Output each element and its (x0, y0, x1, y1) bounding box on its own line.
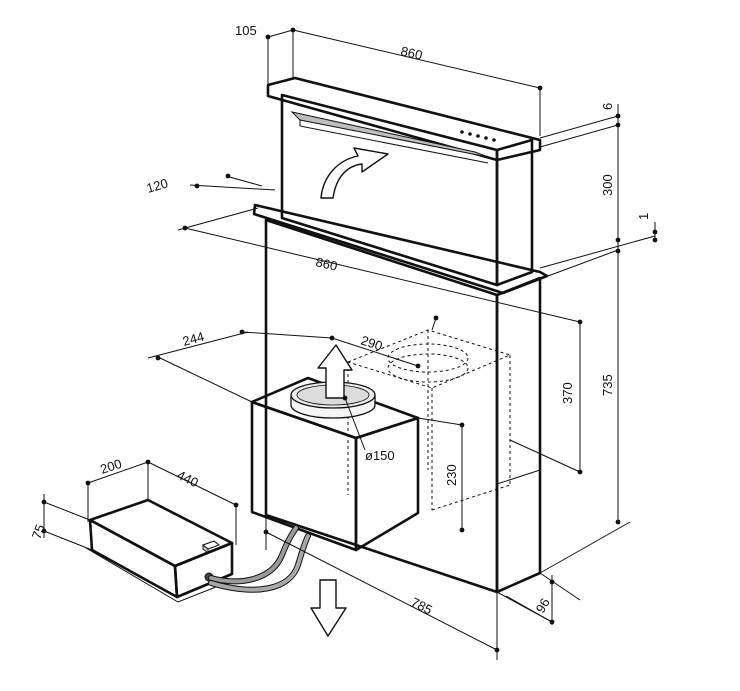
dim-box-height: 75 (29, 522, 48, 541)
dim-cutout-width: 860 (314, 254, 339, 273)
rising-panel (266, 76, 542, 287)
dim-top-thickness: 6 (600, 103, 615, 110)
dim-duct-diameter: ø150 (365, 448, 395, 463)
dim-top-depth: 105 (235, 23, 257, 38)
dim-total-height: 735 (600, 374, 615, 396)
dim-top-width: 860 (399, 43, 424, 62)
dim-visible-height: 300 (600, 174, 615, 196)
countertop-frame (252, 203, 549, 295)
dim-cutout-depth: 120 (145, 175, 170, 195)
air-up-arrow-icon (317, 344, 353, 399)
dim-motor-spacing: 290 (359, 333, 384, 354)
dim-box-depth: 200 (98, 456, 123, 477)
control-box (85, 498, 237, 603)
dimension-labels: 105 860 6 300 1 120 860 244 290 370 735 … (29, 23, 651, 618)
control-buttons (460, 130, 496, 142)
motor-block (250, 344, 420, 552)
dim-bottom-width: 785 (409, 594, 435, 617)
dimension-lines (41, 27, 658, 660)
dim-panel-gap: 1 (636, 213, 651, 220)
dim-motor-offset: 244 (181, 329, 206, 349)
dim-bottom-depth: 96 (533, 595, 553, 615)
air-down-arrow-icon (310, 579, 347, 637)
dim-outlet-height: 230 (444, 464, 459, 486)
cables (208, 525, 311, 593)
switch-icon (201, 540, 221, 555)
airflow-arrow-icon (320, 147, 389, 199)
dim-motor-height: 370 (560, 382, 575, 404)
hidden-motor-outline (346, 329, 512, 511)
dim-box-width: 440 (175, 467, 201, 490)
